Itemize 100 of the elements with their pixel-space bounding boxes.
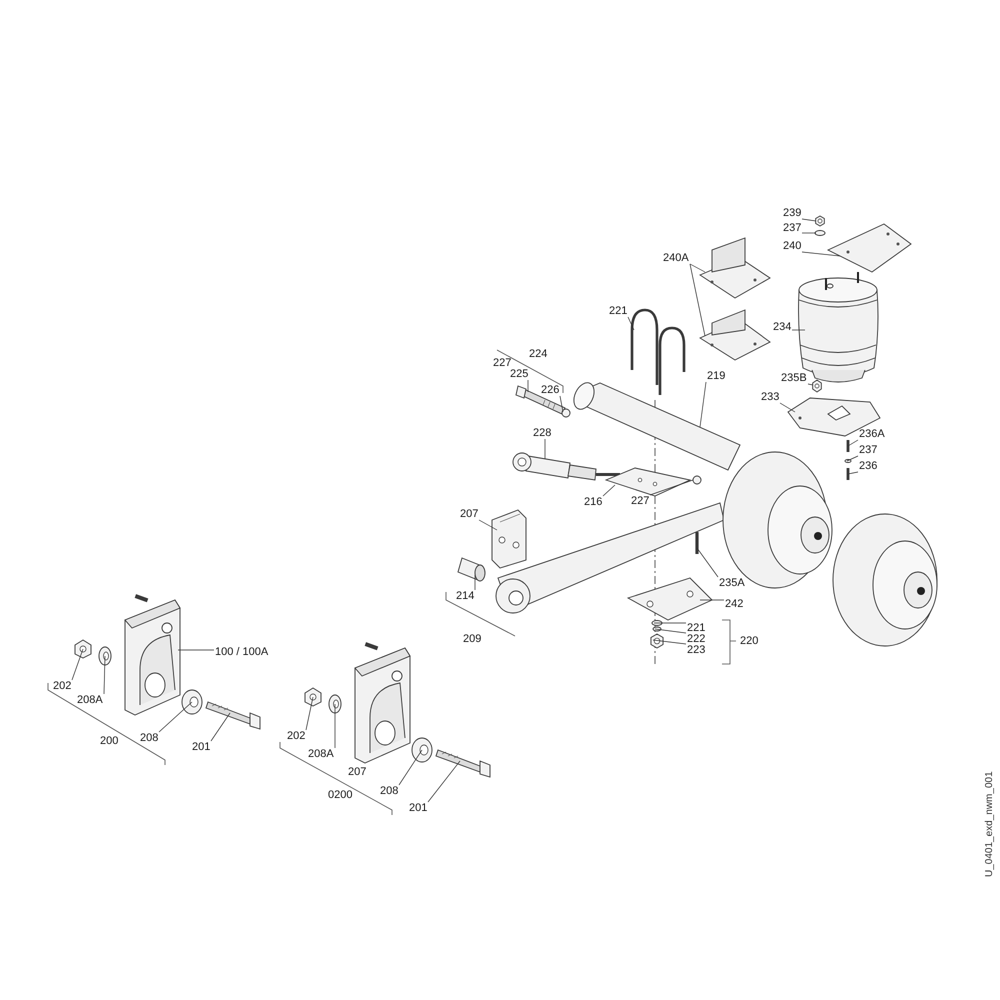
- callout-number: 208: [379, 785, 400, 797]
- callout-number: 208A: [76, 694, 104, 706]
- bolt: [846, 440, 850, 452]
- leader-line: [846, 456, 858, 462]
- leader-line: [602, 484, 616, 496]
- leader-line: [780, 402, 796, 412]
- callout-number: 201: [408, 802, 428, 814]
- bolt: [846, 468, 850, 480]
- callout-number: 234: [772, 321, 792, 333]
- leader-line: [478, 520, 498, 530]
- leader-line: [158, 702, 192, 732]
- callout-number: 242: [724, 598, 744, 610]
- bolt: [435, 749, 490, 778]
- callout-number: 225: [509, 368, 530, 380]
- bolt-head: [692, 476, 702, 484]
- callout-number: 214: [455, 590, 476, 602]
- callout-number: 208: [139, 732, 160, 744]
- leader-line: [398, 750, 422, 786]
- leader-line: [474, 574, 476, 590]
- callout-number: 207: [347, 766, 368, 778]
- callout-number: 236: [858, 460, 878, 472]
- callout-number: 239: [782, 207, 802, 219]
- leader-line: [696, 548, 718, 578]
- callout-number: 240A: [662, 252, 690, 264]
- washer: [562, 408, 570, 418]
- leader-line: [428, 760, 460, 802]
- washer: [98, 646, 112, 666]
- callout-number: 233: [760, 391, 780, 403]
- eccentric-washer: [412, 738, 432, 762]
- u-bolt: [630, 308, 658, 385]
- callout-number: 202: [52, 680, 72, 692]
- nut: [650, 633, 664, 649]
- leader-line: [560, 396, 564, 412]
- shock-mount-plate: [604, 468, 692, 496]
- callout-number: 223: [686, 644, 706, 656]
- callout-number: 200: [99, 735, 120, 747]
- leader-line: [654, 622, 686, 624]
- callout-number: 216: [583, 496, 604, 508]
- callout-number: 240: [782, 240, 802, 252]
- callout-number: 209: [462, 633, 482, 645]
- nut: [74, 639, 92, 658]
- bolt: [515, 385, 566, 415]
- leader-line: [210, 712, 230, 742]
- leader-line: [544, 438, 546, 460]
- leader-line: [650, 480, 694, 496]
- u-bolt: [658, 326, 686, 395]
- leader-line: [848, 472, 858, 474]
- bracket-part: [492, 509, 526, 568]
- callout-number: 221: [686, 622, 706, 634]
- callout-number: 0200: [327, 789, 354, 801]
- mounting-plate: [826, 223, 912, 273]
- callout-number: 236A: [858, 428, 886, 440]
- lock-washer: [652, 626, 662, 632]
- callout-number: 208A: [307, 748, 335, 760]
- callout-number: 237: [858, 444, 878, 456]
- callout-number: 222: [686, 633, 706, 645]
- eccentric-washer: [182, 690, 202, 714]
- nut: [304, 687, 322, 706]
- bushing: [457, 557, 486, 582]
- leader-line: [654, 628, 686, 634]
- callout-number: 220: [739, 635, 760, 647]
- leader-line: [652, 640, 686, 644]
- leader-line: [808, 384, 814, 386]
- bracket-part: [699, 309, 771, 361]
- callout-number: 226: [540, 384, 560, 396]
- bracket-part: [699, 237, 771, 299]
- bolt: [205, 701, 260, 730]
- leader-line: [690, 264, 706, 272]
- nut: [815, 215, 825, 227]
- leader-line: [334, 704, 336, 748]
- callout-number: 228: [532, 427, 552, 439]
- washer: [652, 620, 662, 626]
- leader-line: [802, 232, 816, 234]
- callout-number: 237: [782, 222, 802, 234]
- callout-number: 235B: [780, 372, 808, 384]
- hanger-bracket: [124, 594, 181, 716]
- leader-line: [306, 696, 314, 730]
- callout-number: 201: [191, 741, 212, 753]
- washer: [814, 230, 826, 236]
- leader-line: [848, 440, 858, 446]
- leader-line: [802, 252, 840, 256]
- callout-number: 227: [630, 495, 650, 507]
- leader-line: [802, 218, 816, 222]
- callout-number: 235A: [718, 577, 746, 589]
- leader-line: [690, 264, 706, 336]
- callout-number: 219: [706, 370, 726, 382]
- washer: [844, 459, 852, 463]
- callout-number: 202: [286, 730, 306, 742]
- callout-number: 221: [608, 305, 628, 317]
- leader-line: [104, 656, 106, 694]
- callout-number: 227: [492, 357, 512, 369]
- bolt: [695, 532, 699, 554]
- leader-line: [72, 648, 84, 680]
- leader-line: [700, 382, 706, 428]
- nut: [812, 379, 822, 393]
- drawing-number: U_0401_exd_nwm_001: [984, 771, 996, 877]
- callout-number: 207: [459, 508, 480, 520]
- clamp-plate: [626, 577, 713, 620]
- hanger-bracket: [354, 642, 411, 764]
- brake-disc-hub: [832, 514, 938, 646]
